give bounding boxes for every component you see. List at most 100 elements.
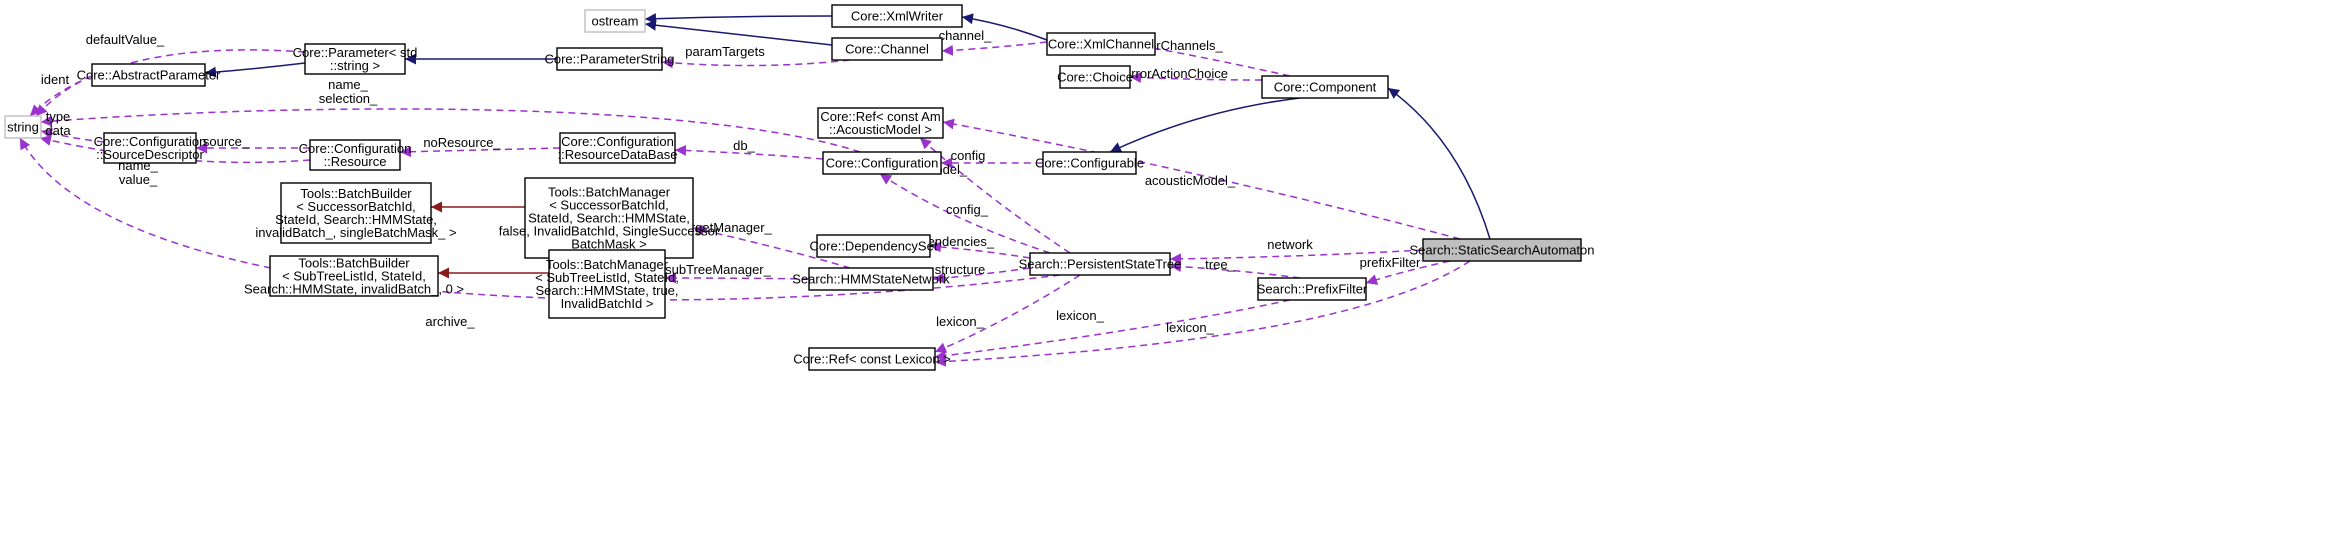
node-bm1[interactable]: Tools::BatchManager< SuccessorBatchId,St… — [499, 177, 720, 259]
node-channel[interactable]: Core::Channel — [831, 37, 943, 61]
node-box — [1422, 238, 1582, 262]
node-hmmnet[interactable]: Search::HMMStateNetwork — [792, 267, 950, 291]
node-label: StateId, Search::HMMState, — [275, 212, 437, 227]
node-xmlchannel[interactable]: Core::XmlChannel — [1046, 32, 1156, 56]
edge-ssa-to-prefix: prefixFilter — [1360, 255, 1451, 285]
node-label: Core::Component — [1274, 80, 1377, 95]
edge-ssa-to-reflex: lexicon_ — [934, 260, 1471, 367]
edge-label-line: noResource_ — [423, 135, 501, 150]
edge-label-line: value_ — [119, 172, 158, 187]
node-string[interactable]: string — [4, 115, 42, 139]
node-label: Tools::BatchBuilder — [298, 256, 410, 271]
node-label: Tools::BatchManager — [546, 257, 669, 272]
edge-line — [932, 267, 1031, 284]
edge-label: source_ — [203, 134, 250, 149]
edge-label: channel_ — [939, 28, 993, 43]
node-reflex[interactable]: Core::Ref< const Lexicon > — [793, 347, 951, 371]
node-label: Core::Parameter< std — [293, 45, 418, 60]
edge-label-line: name_ — [328, 77, 369, 92]
node-label: ::ResourceDataBase — [558, 147, 678, 162]
node-label: ostream — [592, 14, 639, 29]
edge-label: lexicon_ — [1056, 308, 1104, 323]
edge-channel-to-paramstring: paramTargets — [661, 44, 851, 69]
node-box — [808, 347, 936, 371]
node-label: BatchMask > — [571, 237, 647, 252]
node-label: StateId, Search::HMMState, — [528, 211, 690, 226]
edges-layer: channel_ paramTargets errorChannels_ errorA… — [19, 13, 1491, 367]
node-configuration[interactable]: Core::Configuration — [822, 151, 942, 175]
node-label: ::SourceDescriptor — [96, 147, 204, 162]
node-box — [4, 115, 42, 139]
node-box — [808, 267, 934, 291]
node-box — [269, 255, 439, 297]
node-label: Core::Ref< const Am — [820, 109, 940, 124]
edge-line — [664, 272, 810, 284]
edge-label: subTreeManager_ — [665, 262, 772, 277]
node-choice[interactable]: Core::Choice — [1057, 65, 1133, 89]
edge-line — [929, 241, 1031, 259]
edge-label-line: lexicon_ — [936, 314, 984, 329]
node-label: Core::Configuration — [826, 156, 939, 171]
edge-label: errorActionChoice — [1124, 66, 1228, 81]
node-label: ::Resource — [324, 154, 387, 169]
edge-label-line: config_ — [946, 202, 989, 217]
edge-line — [961, 13, 1048, 41]
node-label: Search::HMMState, true, — [535, 283, 678, 298]
node-component[interactable]: Core::Component — [1261, 75, 1389, 99]
edge-label-line: type — [46, 109, 71, 124]
node-resdb[interactable]: Core::Configuration::ResourceDataBase — [558, 132, 678, 164]
edge-line — [1134, 41, 1291, 77]
node-srcdesc[interactable]: Core::Configuration::SourceDescriptor — [94, 132, 207, 164]
node-box — [822, 151, 942, 175]
node-ostream[interactable]: ostream — [584, 9, 646, 33]
node-box — [280, 182, 432, 244]
edge-pst-to-string: archive_ — [19, 137, 1061, 329]
edge-label-line: prefixFilter — [1360, 255, 1421, 270]
node-label: Core::Configuration — [299, 141, 412, 156]
edge-label: errorChannels_ — [1133, 38, 1223, 53]
node-depset[interactable]: Core::DependencySet — [810, 234, 938, 258]
edge-label-line: defaultValue_ — [86, 32, 165, 47]
edge-label-line: subTreeManager_ — [665, 262, 772, 277]
edge-label: config — [951, 148, 986, 163]
node-resource[interactable]: Core::Configuration::Resource — [299, 139, 412, 171]
edge-resdb-to-resource: noResource_ — [399, 135, 561, 158]
node-pst[interactable]: Search::PersistentStateTree — [1019, 252, 1182, 276]
node-label: Tools::BatchManager — [548, 185, 671, 200]
node-paramstring[interactable]: Core::ParameterString — [544, 47, 675, 71]
node-label: Search::HMMState, invalidBatch_, 0 > — [244, 282, 464, 297]
node-label: Core::ParameterString — [544, 52, 674, 67]
edge-resource-to-srcdesc: source_ — [196, 134, 310, 154]
node-box — [559, 132, 676, 164]
edge-configuration-to-string: name_selection_ — [40, 77, 861, 153]
node-ssa[interactable]: Search::StaticSearchAutomaton — [1410, 238, 1595, 262]
node-bb2[interactable]: Tools::BatchBuilder< SubTreeListId, Stat… — [244, 255, 464, 297]
edge-param-to-abstractparam — [204, 62, 306, 78]
node-bm2[interactable]: Tools::BatchManager< SubTreeListId, Stat… — [535, 249, 679, 319]
edge-line — [934, 274, 1081, 353]
edge-label-line: lexicon_ — [1056, 308, 1104, 323]
edge-ssa-to-refam: acousticModel_ — [942, 118, 1461, 240]
edge-label-line: data — [45, 123, 71, 138]
node-xmlwriter[interactable]: Core::XmlWriter — [831, 4, 963, 28]
node-label: Tools::BatchBuilder — [300, 186, 412, 201]
edge-component-to-choice: errorActionChoice — [1124, 66, 1263, 84]
node-prefix[interactable]: Search::PrefixFilter — [1257, 277, 1368, 301]
node-abstractparam[interactable]: Core::AbstractParameter — [77, 63, 221, 87]
node-param[interactable]: Core::Parameter< std::string > — [293, 43, 418, 75]
node-bb1[interactable]: Tools::BatchBuilder< SuccessorBatchId,St… — [255, 182, 457, 244]
edge-line — [19, 137, 1061, 301]
edge-label-line: errorChannels_ — [1133, 38, 1223, 53]
node-refam[interactable]: Core::Ref< const Am::AcousticModel > — [817, 107, 944, 139]
node-box — [584, 9, 646, 33]
edge-prefix-to-reflex: lexicon_ — [934, 299, 1291, 362]
node-label: Core::AbstractParameter — [77, 68, 221, 83]
edge-label: config_ — [946, 202, 989, 217]
edge-line — [40, 128, 105, 143]
edge-line — [644, 13, 833, 25]
edge-label: db_ — [733, 138, 755, 153]
node-label: Search::HMMStateNetwork — [792, 272, 950, 287]
node-configurable[interactable]: Core::Configurable — [1035, 151, 1144, 175]
edge-label: archive_ — [425, 314, 475, 329]
